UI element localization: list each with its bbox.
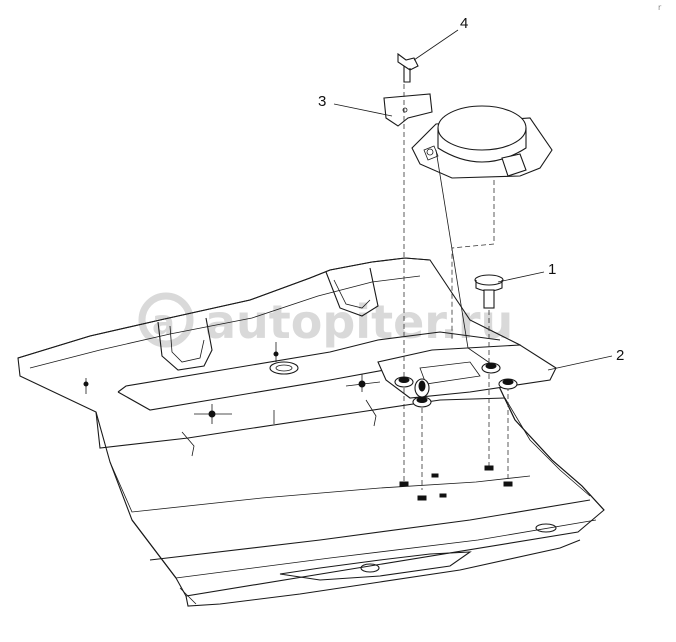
panel-fastener-marks [83, 342, 381, 457]
nut-1 [394, 376, 414, 388]
watermark: a autopiter.ru [138, 292, 513, 349]
watermark-text: autopiter.ru [205, 295, 513, 349]
callout-3-label: 3 [318, 93, 326, 110]
watermark-logo-icon: a [138, 292, 194, 348]
corner-mark: r [658, 3, 662, 12]
callout-1-label: 1 [548, 261, 556, 278]
nut-3 [412, 396, 432, 408]
callout-3: 3 [318, 93, 393, 117]
callout-2-label: 2 [616, 347, 624, 364]
wing-bolt-part [397, 52, 419, 83]
callout-1: 1 [497, 261, 556, 283]
round-component [411, 105, 553, 179]
svg-text:a: a [152, 303, 175, 343]
bolt-part [474, 274, 504, 309]
callout-2: 2 [547, 347, 624, 371]
nut-4 [481, 362, 501, 374]
nut-5 [498, 378, 518, 390]
bracket-part [383, 93, 433, 127]
assembly-lines [403, 84, 509, 490]
callout-4: 4 [413, 15, 468, 61]
callout-4-label: 4 [460, 15, 468, 32]
nut-2 [414, 378, 430, 398]
fastener-nuts [394, 362, 518, 501]
